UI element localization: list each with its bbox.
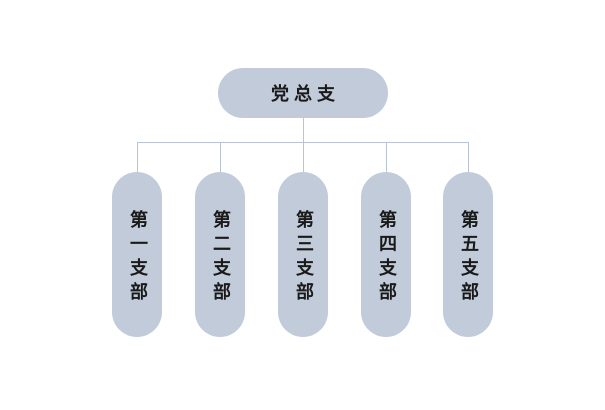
connector-drop-3 [303,143,304,172]
branch-node-2-label: 第二支部 [210,209,231,306]
connector-horizontal [137,142,469,143]
branch-node-3: 第三支部 [278,172,328,337]
connector-drop-1 [137,143,138,172]
branch-node-1: 第一支部 [112,172,162,337]
branch-node-4-label: 第四支部 [376,209,397,306]
connector-drop-4 [386,143,387,172]
branch-node-3-label: 第三支部 [293,209,314,306]
connector-drop-2 [220,143,221,172]
root-node: 党总支 [218,68,388,118]
connector-root-stub [303,118,304,143]
branch-node-2: 第二支部 [195,172,245,337]
root-node-label: 党总支 [271,84,340,105]
branch-node-4: 第四支部 [361,172,411,337]
branch-node-1-label: 第一支部 [127,209,148,306]
connector-drop-5 [468,143,469,172]
branch-node-5: 第五支部 [443,172,493,337]
branch-node-5-label: 第五支部 [458,209,479,306]
